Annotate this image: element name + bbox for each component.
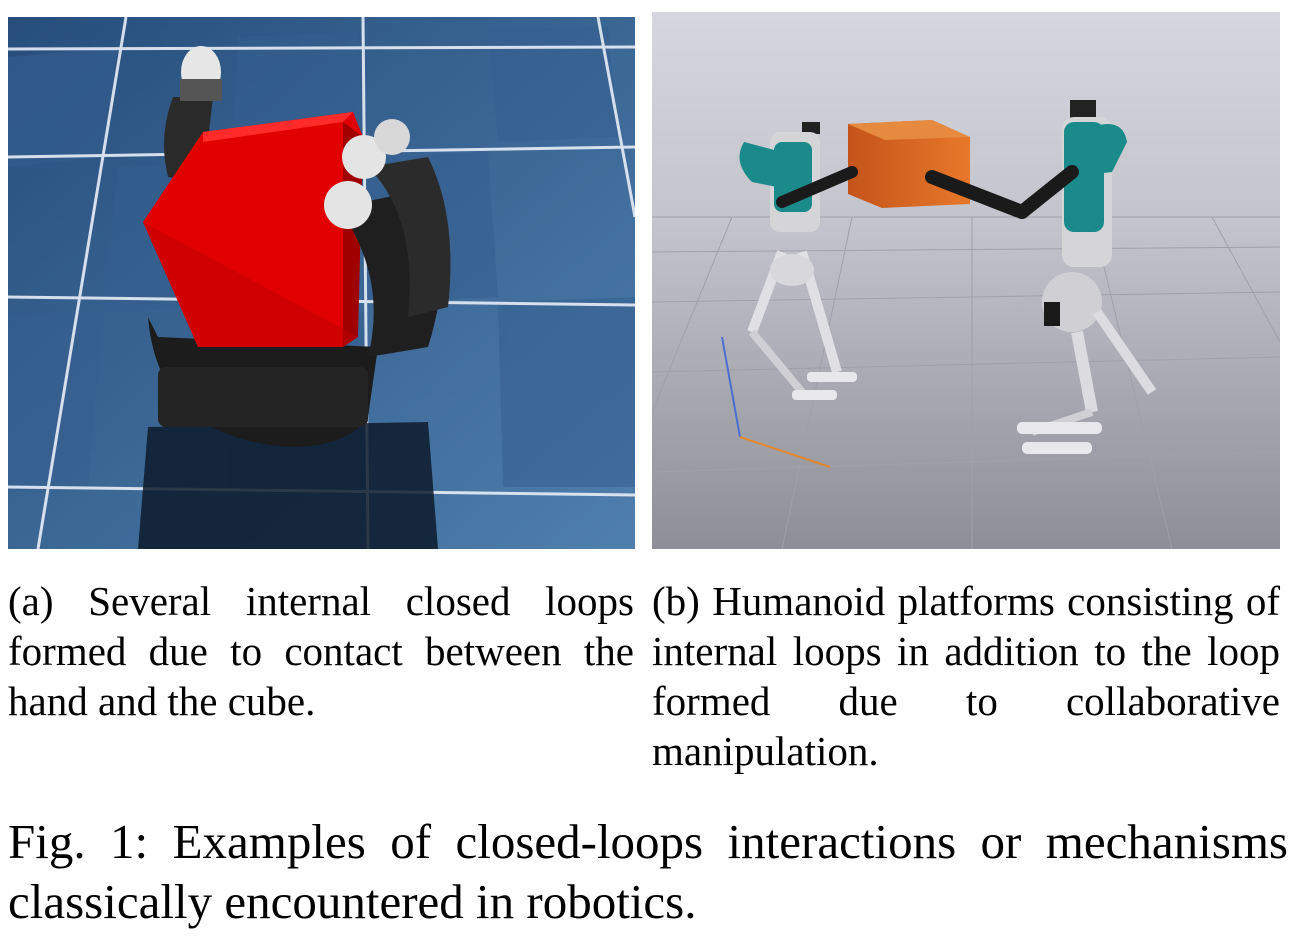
figure-caption: Fig. 1: Examples of closed-loops interac… bbox=[8, 812, 1288, 932]
subfigure-b-tag: (b) bbox=[652, 578, 700, 624]
subfigure-a-tag: (a) bbox=[8, 578, 54, 624]
subfigure-a-image bbox=[8, 17, 635, 549]
figure-caption-text: Examples of closed-loops interactions or… bbox=[8, 814, 1289, 929]
figure-label: Fig. 1: bbox=[8, 814, 149, 869]
subfigure-a-caption-text: Several internal closed loops formed due… bbox=[8, 578, 634, 724]
subfigure-a-caption: (a) Several internal closed loops formed… bbox=[8, 576, 634, 726]
subfigure-b-image bbox=[652, 12, 1280, 549]
subfigure-b-caption-text: Humanoid platforms consisting of interna… bbox=[652, 578, 1280, 774]
subfigure-b-caption: (b) Humanoid platforms consisting of int… bbox=[652, 576, 1280, 776]
